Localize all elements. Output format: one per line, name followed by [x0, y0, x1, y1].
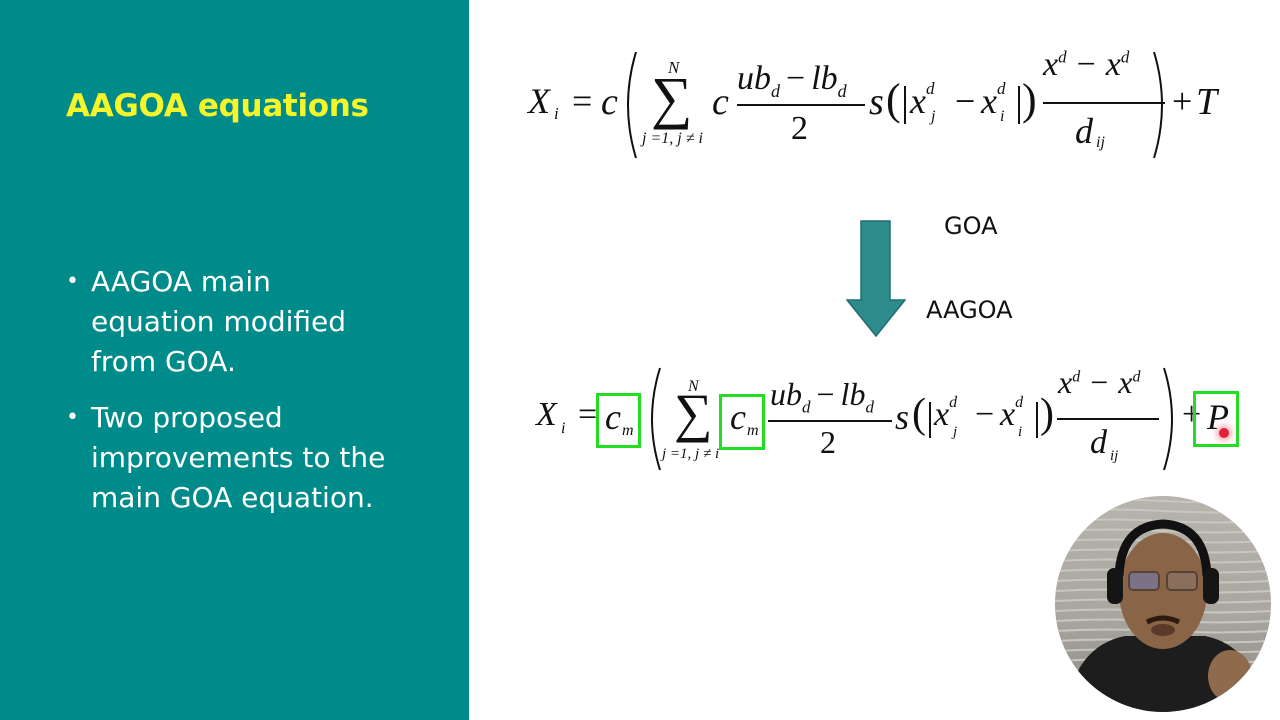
eq-minus: −: [975, 396, 995, 433]
fraction-bar: [1043, 102, 1165, 104]
eq-s: s: [895, 397, 910, 437]
left-panel: AAGOA equations • AAGOA main equation mo…: [0, 0, 469, 720]
eq-sub: j: [953, 424, 958, 440]
abs-bar: [904, 86, 906, 124]
bullet-line: improvements to the: [91, 441, 386, 474]
eq-tail-term: T: [1196, 81, 1218, 123]
abs-content: xd: [910, 79, 935, 121]
bullet-dot-icon: •: [66, 405, 79, 430]
eq-sub: i: [1018, 424, 1023, 440]
fraction-bar: [768, 420, 892, 422]
eq-coef: c: [601, 81, 618, 123]
eq-equals: =: [572, 81, 593, 121]
eq-sub: m: [747, 422, 759, 439]
from-label: GOA: [944, 212, 998, 240]
abs-content: xd: [1000, 393, 1024, 433]
highlight-box-inner-coef: [719, 394, 765, 450]
eq-coef: c: [605, 397, 621, 437]
abs-bar: [929, 402, 931, 438]
frac2-denominator: d: [1075, 111, 1093, 151]
bullet-item: • Two proposed improvements to the main …: [66, 398, 446, 518]
bullet-list: • AAGOA main equation modified from GOA.…: [66, 262, 446, 534]
sigma-icon: ∑: [674, 383, 713, 443]
sum-lower: j =1, j ≠ i: [662, 446, 720, 462]
fraction-bar: [737, 104, 865, 106]
left-paren-icon: [651, 367, 661, 471]
eq-sub: i: [561, 420, 566, 437]
sigma-icon: ∑: [651, 65, 693, 130]
paren-close: ): [1040, 391, 1054, 437]
frac1-denominator: 2: [820, 424, 836, 460]
highlight-box-outer-coef: [596, 393, 641, 448]
goa-equation: X i = c N ∑ j =1, j ≠ i c ubd−lbd 2 s ( …: [0, 0, 1280, 200]
eq-sub: m: [622, 422, 634, 439]
arrow-down-icon: [846, 220, 906, 338]
frac2-numerator: xd−xd: [1043, 46, 1130, 83]
eq-sub: i: [1000, 108, 1005, 125]
laser-pointer-icon: [1219, 428, 1229, 438]
eq-plus: +: [1182, 396, 1202, 433]
frac2-denominator: d: [1090, 424, 1107, 461]
paren-open: (: [886, 75, 901, 124]
frac1-numerator: ubd−lbd: [770, 376, 874, 417]
frac1-numerator: ubd−lbd: [737, 60, 847, 101]
eq-minus: −: [955, 81, 976, 121]
to-label: AAGOA: [926, 296, 1013, 324]
eq-sub: i: [554, 104, 559, 123]
fraction-bar: [1057, 418, 1159, 420]
presenter-webcam: [1055, 496, 1271, 712]
paren-close: ): [1022, 75, 1037, 124]
bullet-line: equation modified: [91, 305, 347, 338]
abs-content: xd: [981, 79, 1006, 121]
right-paren-icon: [1153, 51, 1163, 159]
frac1-denominator: 2: [791, 110, 808, 147]
sum-lower: j =1, j ≠ i: [642, 130, 703, 147]
right-paren-icon: [1163, 367, 1173, 471]
eq-lhs: X: [536, 396, 557, 433]
abs-content: xd: [934, 393, 958, 433]
left-paren-icon: [627, 51, 637, 159]
slide-title: AAGOA equations: [66, 88, 369, 124]
eq-sub: j: [931, 108, 936, 125]
frac2-numerator: xd−xd: [1058, 364, 1141, 400]
eq-inner-coef: c: [730, 397, 746, 437]
bullet-line: Two proposed: [91, 401, 283, 434]
sum-upper: N: [688, 378, 699, 395]
eq-equals: =: [578, 396, 598, 433]
bullet-dot-icon: •: [66, 269, 79, 294]
presenter-avatar-icon: [1055, 496, 1271, 712]
bullet-line: AAGOA main: [91, 265, 271, 298]
paren-open: (: [912, 391, 926, 437]
eq-lhs: X: [528, 81, 550, 121]
eq-sub: ij: [1096, 134, 1105, 151]
abs-bar: [1018, 86, 1020, 124]
eq-inner-coef: c: [712, 81, 729, 123]
abs-bar: [1036, 402, 1038, 438]
highlight-box-tail: [1193, 391, 1239, 447]
bullet-line: main GOA equation.: [91, 481, 374, 514]
bullet-item: • AAGOA main equation modified from GOA.: [66, 262, 446, 382]
sum-upper: N: [668, 58, 680, 77]
eq-plus: +: [1172, 81, 1193, 121]
eq-s: s: [869, 81, 884, 123]
bullet-line: from GOA.: [91, 345, 236, 378]
eq-sub: ij: [1110, 448, 1119, 464]
